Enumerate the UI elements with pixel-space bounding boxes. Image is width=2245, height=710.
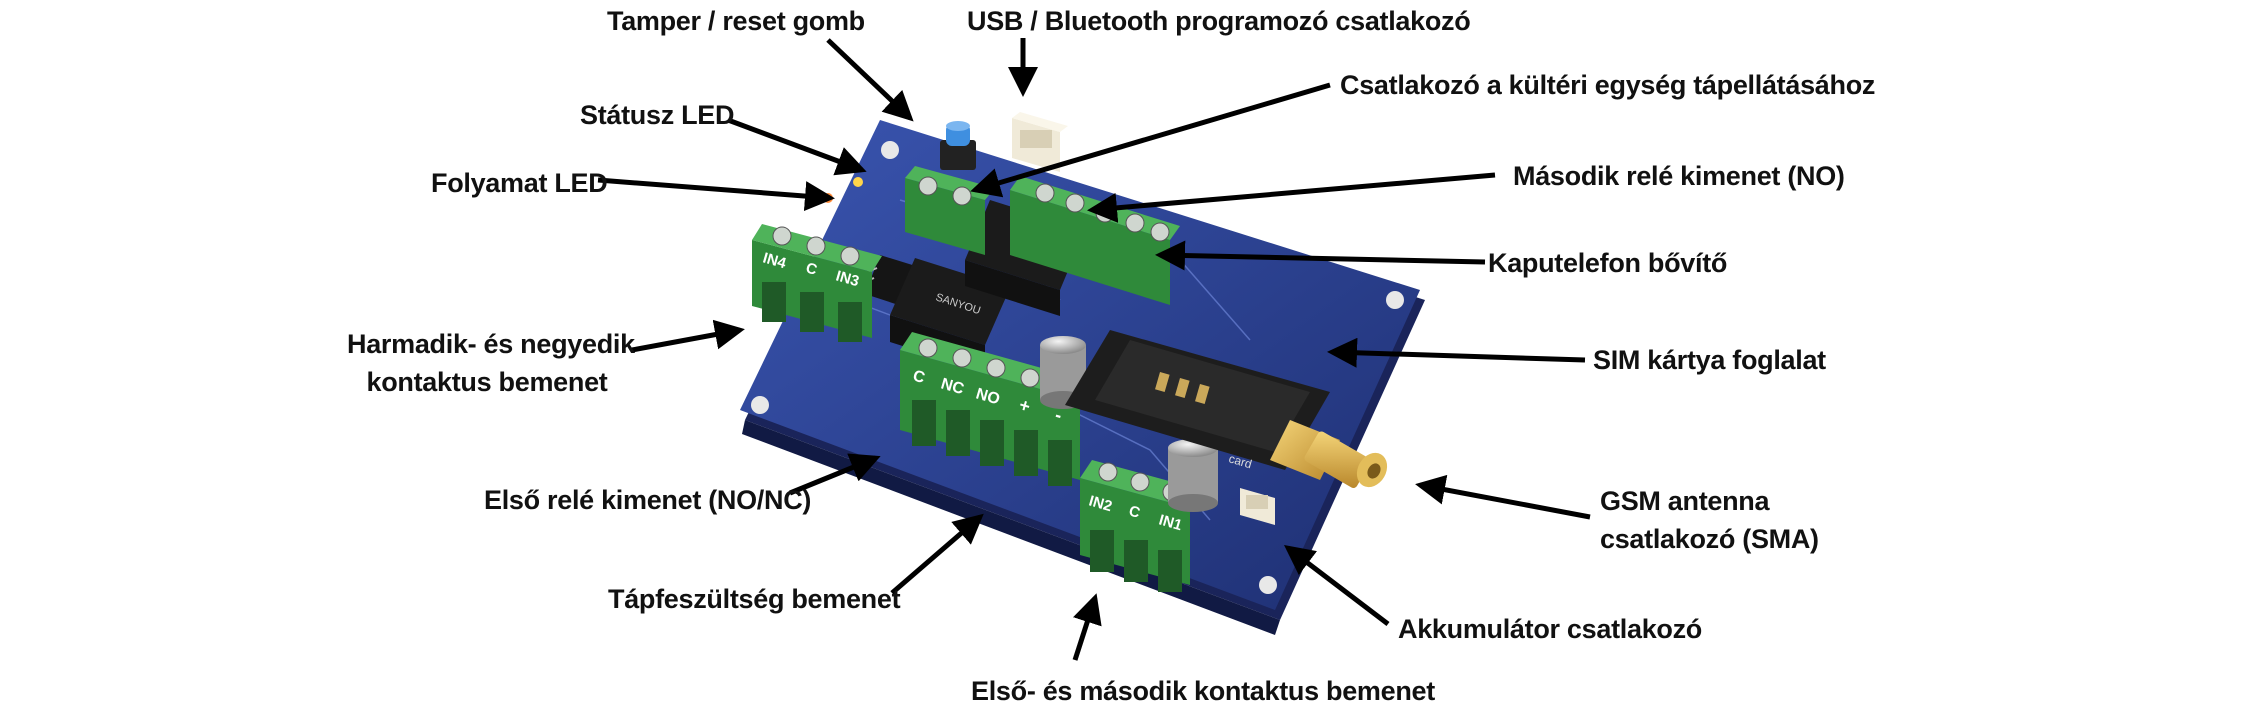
arrow-input34 [632,330,740,350]
label-input34-line2: kontaktus bemenet [347,363,627,401]
label-power-in: Tápfeszültség bemenet [608,580,900,618]
status-led [853,177,863,187]
label-antenna-line1: GSM antenna [1600,482,1819,520]
arrow-battery [1288,548,1388,624]
mount-hole [881,141,899,159]
label-input34-line1: Harmadik- és negyedik [347,325,627,363]
arrow-antenna [1420,485,1590,517]
label-antenna: GSM antenna csatlakozó (SMA) [1600,482,1819,558]
label-input12: Első- és második kontaktus bemenet [971,672,1435,710]
capacitor [1168,439,1218,512]
arrow-status-led [728,120,862,170]
label-intercom: Kaputelefon bővítő [1488,244,1727,282]
mount-hole [1259,576,1277,594]
label-status-led: Státusz LED [580,96,734,134]
label-progress-led: Folyamat LED [431,164,607,202]
label-usb: USB / Bluetooth programozó csatlakozó [967,2,1470,40]
arrow-input12 [1075,598,1095,660]
mount-hole [751,396,769,414]
label-relay1: Első relé kimenet (NO/NC) [484,481,811,519]
arrow-progress-led [598,180,830,198]
label-antenna-line2: csatlakozó (SMA) [1600,520,1819,558]
label-sim: SIM kártya foglalat [1593,341,1826,379]
arrow-power-in [892,517,980,593]
arrow-tamper [828,40,910,118]
label-relay2: Második relé kimenet (NO) [1513,157,1845,195]
label-input34: Harmadik- és negyedik kontaktus bemenet [347,325,627,401]
tamper-button [940,121,976,170]
label-battery: Akkumulátor csatlakozó [1398,610,1702,648]
label-tamper: Tamper / reset gomb [607,2,865,40]
arrow-relay2 [1092,175,1495,210]
mount-hole [1386,291,1404,309]
label-outdoor-power: Csatlakozó a kültéri egység tápellátásáh… [1340,66,1875,104]
